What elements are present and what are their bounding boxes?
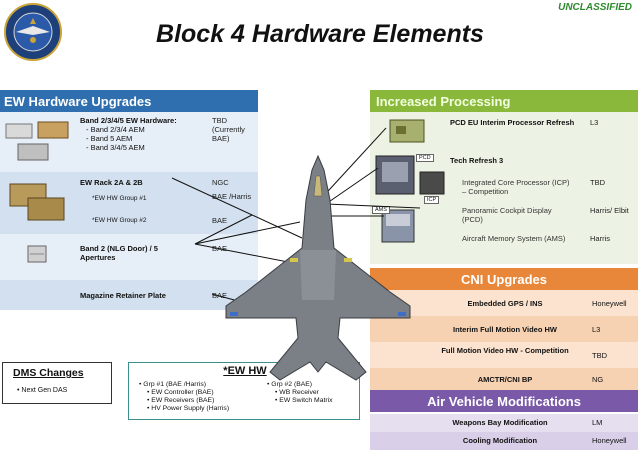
ew-hw-group2: • Grp #2 (BAE) • WB Receiver • EW Switch… [267,381,333,405]
ew-apertures-line-2: Apertures [80,253,116,262]
ew-row-1-line-2: - Band 2/3/4 AEM [86,125,145,134]
cni-gps-label: Embedded GPS / INS [467,299,543,308]
av-weapons-bay-vendor: LM [592,418,603,427]
ip-pcd-refresh: PCD EU Interim Processor Refresh [450,118,575,127]
cni-row-fmv-competition: Full Motion Video HW - Competition TBD [370,342,638,368]
ew-hw-title: *EW HW [223,365,267,377]
ip-icp-vendor: TBD [590,178,605,187]
ew-rack-label: EW Rack 2A & 2B [80,178,143,187]
ew-magazine-label: Magazine Retainer Plate [80,291,166,300]
ew-row-band-hardware: Band 2/3/4/5 EW Hardware: - Band 2/3/4 A… [0,112,258,172]
ew-rack-group2: *EW HW Group #2 [92,217,147,224]
ew-row-rack: EW Rack 2A & 2B *EW HW Group #1 *EW HW G… [0,172,258,234]
page-title: Block 4 Hardware Elements [156,20,484,48]
cni-interim-fmv-label: Interim Full Motion Video HW [452,325,558,334]
ew-hw-box: *EW HW • Grp #1 (BAE /Harris) • EW Contr… [128,362,360,420]
ew-apertures-vendor: BAE [212,244,228,253]
increased-processing-header: Increased Processing [370,90,638,112]
ew-upgrades-panel: Band 2/3/4/5 EW Hardware: - Band 2/3/4 A… [0,112,258,310]
classification-marking: UNCLASSIFIED [558,2,632,13]
pcd-tag: PCD [416,154,434,162]
ip-pcd-refresh-vendor: L3 [590,118,599,127]
cni-interim-fmv-vendor: L3 [592,325,601,334]
ew-rack-image [9,183,65,221]
ew-hw-group1-label: • Grp #1 (BAE /Harris) [139,381,206,388]
ew-row-1-line-1: Band 2/3/4/5 EW Hardware: [80,116,177,125]
cni-upgrades-header: CNI Upgrades [370,268,638,290]
ip-icp: Integrated Core Processor (ICP) – Compet… [462,178,570,196]
ew-row-apertures: Band 2 (NLG Door) / 5 Apertures BAE [0,234,258,280]
cni-row-gps: Embedded GPS / INS Honeywell [370,290,638,316]
ip-ams: Aircraft Memory System (AMS) [462,234,566,243]
av-row-cooling: Cooling Modification Honeywell [370,432,638,450]
cni-row-interim-fmv: Interim Full Motion Video HW L3 [370,316,638,342]
ew-row-1-vendor: TBD (Currently BAE) [212,116,245,143]
jpo-seal-logo [4,3,62,61]
cni-fmv-competition-vendor: TBD [592,351,607,360]
ew-hw-group2-item: • EW Switch Matrix [275,397,333,404]
ew-rack-vendor-group2: BAE [212,216,228,225]
increased-processing-panel: PCD EU Interim Processor Refresh L3 PCD … [370,112,638,264]
ew-hw-group1: • Grp #1 (BAE /Harris) • EW Controller (… [139,381,229,413]
ip-ams-vendor: Harris [590,234,610,243]
av-cooling-label: Cooling Modification [462,436,538,445]
ew-rack-group1: *EW HW Group #1 [92,195,147,202]
ip-pcd: Panoramic Cockpit Display (PCD) [462,206,552,224]
ew-rack-vendor: NGC [212,178,229,187]
ew-hw-group1-item: • HV Power Supply (Harris) [147,405,230,412]
cni-amctr-label: AMCTR/CNI BP [477,375,533,384]
ew-row-magazine: Magazine Retainer Plate BAE [0,280,258,310]
ew-rack-vendor-group1: BAE /Harris [212,192,252,201]
ew-hw-group1-item: • EW Controller (BAE) [147,389,214,396]
ew-apertures-line-1: Band 2 (NLG Door) / 5 [80,244,158,253]
ew-row-1-line-3: - Band 5 AEM [86,134,133,143]
cni-gps-vendor: Honeywell [592,299,627,308]
cni-amctr-vendor: NG [592,375,604,384]
dms-changes-box: DMS Changes • Next Gen DAS [2,362,112,404]
av-weapons-bay-label: Weapons Bay Modification [452,418,548,427]
cni-fmv-competition-label: Full Motion Video HW - Competition [441,346,569,355]
ew-row-1-line-4: - Band 3/4/5 AEM [86,143,145,152]
dms-item-text: Next Gen DAS [21,387,68,394]
cni-row-amctr: AMCTR/CNI BP NG [370,368,638,390]
aperture-image [27,245,47,263]
air-vehicle-header: Air Vehicle Modifications [370,390,638,412]
av-row-weapons-bay: Weapons Bay Modification LM [370,414,638,432]
ip-tech-refresh: Tech Refresh 3 [450,156,504,165]
ew-magazine-vendor: BAE [212,291,228,300]
av-cooling-vendor: Honeywell [592,436,627,445]
ew-hw-group2-label: • Grp #2 (BAE) [267,381,313,388]
dms-title: DMS Changes [13,367,84,379]
processor-board-image [389,119,425,143]
ip-pcd-vendor: Harris/ Elbit [590,206,629,215]
ew-hw-group2-item: • WB Receiver [275,389,319,396]
dms-item: • Next Gen DAS [17,387,68,394]
aem-module-images [5,121,69,161]
icp-tag: ICP [424,196,440,204]
ew-hw-group1-item: • EW Receivers (BAE) [147,397,215,404]
ams-tag: AMS [372,206,390,214]
ew-upgrades-header: EW Hardware Upgrades [0,90,258,112]
